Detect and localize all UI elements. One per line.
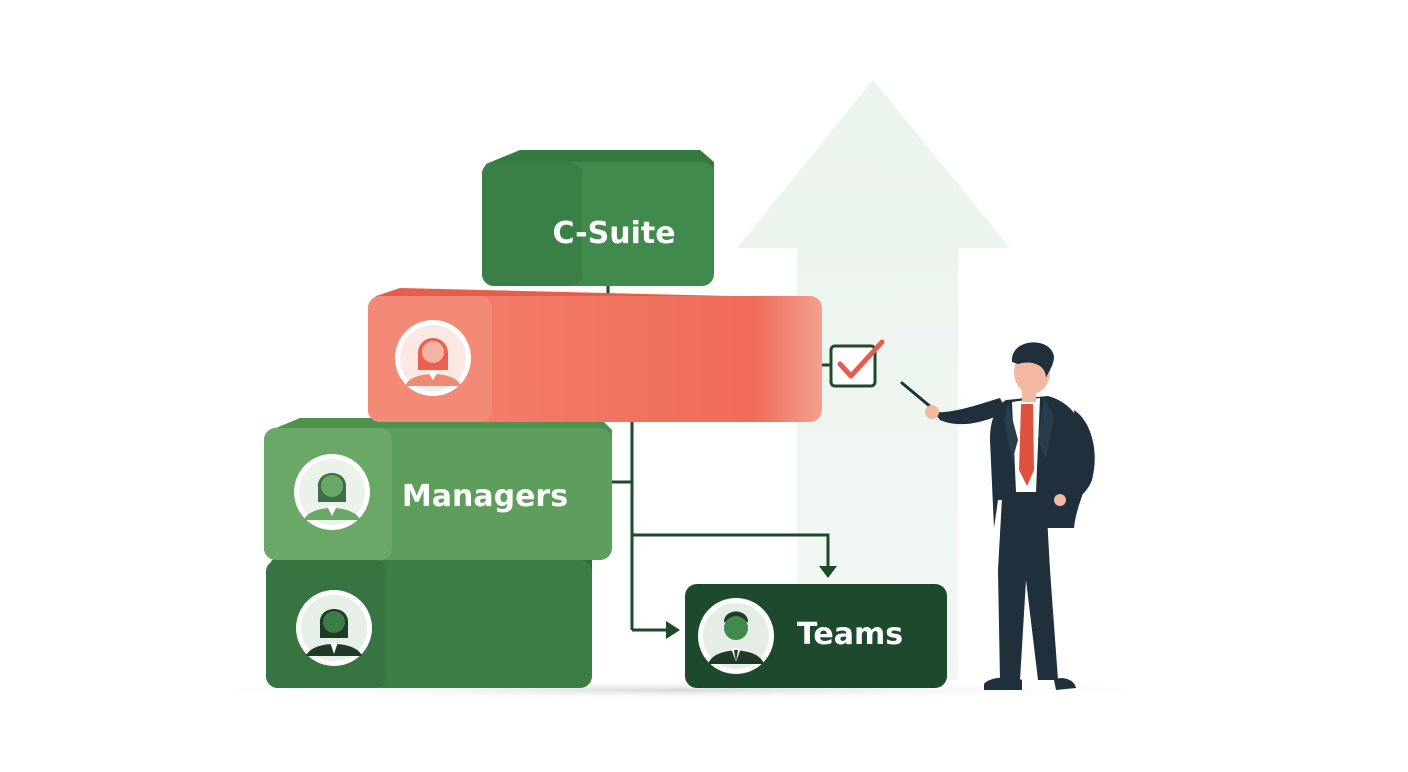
female-avatar-icon: [296, 590, 372, 666]
teams-block: Teams: [685, 584, 947, 688]
arrowhead-right-icon: [666, 621, 680, 639]
arrowhead-down-icon: [819, 566, 837, 578]
base-block: [266, 548, 592, 688]
female-avatar-icon: [395, 320, 471, 396]
male-avatar-icon: [698, 598, 774, 674]
c-suite-label: C-Suite: [552, 216, 675, 251]
c-suite-block: C-Suite: [482, 150, 714, 286]
managers-label: Managers: [402, 479, 568, 514]
checkbox-check-icon: [829, 339, 885, 388]
teams-label: Teams: [797, 617, 903, 652]
female-avatar-icon: [294, 454, 370, 530]
presenter-figure: [900, 342, 1095, 690]
managers-block: Managers: [264, 418, 612, 560]
middle-management-block: [368, 288, 822, 422]
